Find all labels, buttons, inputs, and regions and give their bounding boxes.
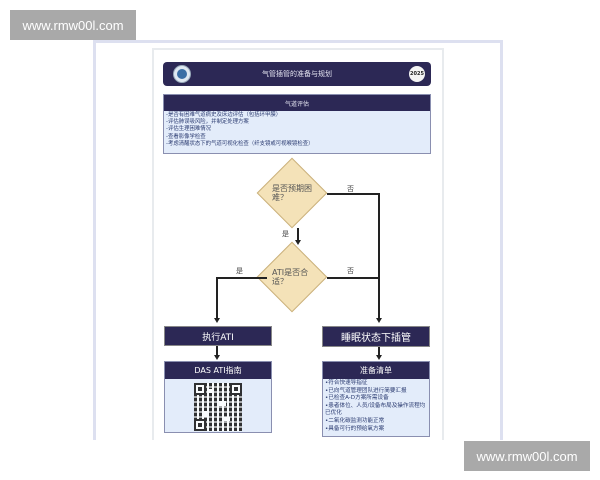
airway-assessment-card: 气道评估 -是否有困难气道病史及床边评估（包括环甲膜） -评估肺误吸风险，并制定… xyxy=(163,94,431,154)
assessment-title: 气道评估 xyxy=(164,95,430,111)
list-item: •符合快速导指征 xyxy=(325,380,368,386)
arrow-down-icon xyxy=(376,355,382,360)
connector xyxy=(216,346,218,356)
society-emblem-icon xyxy=(173,65,191,83)
sleep-intubation-label: 睡眠状态下插管 xyxy=(341,333,411,344)
checklist: •符合快速导指征 •已向气道管理团队进行简要汇报 •已检查A-D方案所需设备 •… xyxy=(323,379,429,434)
connector xyxy=(327,277,379,279)
perform-ati-label: 执行ATI xyxy=(202,332,234,343)
list-item: •患者体位、人员/设备布局及操作流程均已优化 xyxy=(325,402,426,417)
d2-no-label: 否 xyxy=(347,267,354,275)
year-badge: 2025 xyxy=(409,66,425,82)
header-bar: 气管插管的准备与规划 2025 xyxy=(163,62,431,86)
list-item: -评估生理困难情况 xyxy=(166,126,212,133)
connector xyxy=(327,193,379,195)
arrow-down-icon xyxy=(376,318,382,323)
perform-ati-box: 执行ATI xyxy=(164,326,272,346)
watermark-top-left: www.rmw00l.com xyxy=(10,10,136,40)
arrow-down-icon xyxy=(295,240,301,245)
arrow-down-icon xyxy=(214,355,220,360)
list-item: •具备可行的预给氧方案 xyxy=(325,425,385,432)
connector xyxy=(216,277,218,319)
guide-title: DAS ATI指南 xyxy=(165,362,271,379)
d1-no-label: 否 xyxy=(347,185,354,193)
decision-2-text: ATI是否合适？ xyxy=(272,268,309,286)
qr-code-icon[interactable] xyxy=(194,383,242,431)
list-item: •已检查A-D方案所需设备 xyxy=(325,395,389,402)
connector xyxy=(217,277,267,279)
assessment-list: -是否有困难气道病史及床边评估（包括环甲膜） -评估肺误吸风险，并制定处理方案 … xyxy=(164,111,430,149)
d1-yes-label: 是 xyxy=(282,230,289,238)
sleep-intubation-box: 睡眠状态下插管 xyxy=(322,326,430,347)
list-item: •二氧化碳监测功能正常 xyxy=(325,417,385,424)
page-title: 气管插管的准备与规划 xyxy=(262,70,332,78)
connector xyxy=(378,193,380,319)
preparation-checklist-card: 准备清单 •符合快速导指征 •已向气道管理团队进行简要汇报 •已检查A-D方案所… xyxy=(322,361,430,437)
list-item: -是否有困难气道病史及床边评估（包括环甲膜） xyxy=(166,112,282,118)
connector xyxy=(378,347,380,356)
connector xyxy=(297,228,299,242)
decision-1-text: 是否预期困难？ xyxy=(272,184,312,202)
checklist-title: 准备清单 xyxy=(323,362,429,379)
list-item: -考虑清醒状态下的气道可视化检查（纤支镜或可视喉镜检查） xyxy=(166,140,314,147)
das-ati-guide-card: DAS ATI指南 xyxy=(164,361,272,433)
list-item: -查看影像学检查 xyxy=(166,133,206,140)
watermark-bottom-right: www.rmw00l.com xyxy=(464,441,590,471)
list-item: •已向气道管理团队进行简要汇报 xyxy=(325,387,407,394)
list-item: -评估肺误吸风险，并制定处理方案 xyxy=(166,119,249,126)
arrow-down-icon xyxy=(214,318,220,323)
d2-yes-label: 是 xyxy=(236,267,243,275)
